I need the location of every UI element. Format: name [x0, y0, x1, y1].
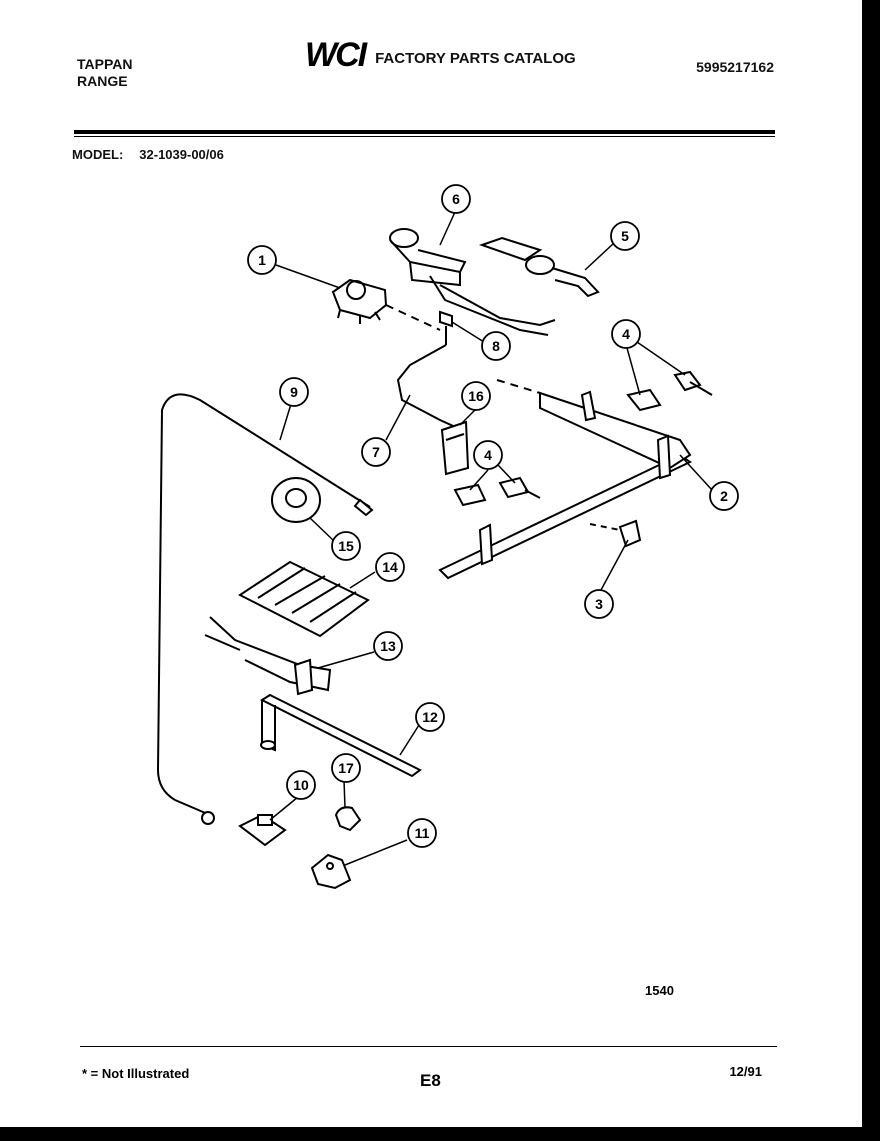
svg-text:6: 6 [452, 191, 460, 207]
callout-11: 11 [407, 818, 437, 848]
brand-block: TAPPAN RANGE [77, 56, 132, 90]
part-6-drawing [389, 228, 556, 336]
brand-name: TAPPAN [77, 56, 133, 72]
callout-16: 16 [461, 381, 491, 411]
not-illustrated-note: * = Not Illustrated [82, 1066, 190, 1081]
svg-text:9: 9 [290, 384, 298, 400]
part-15-drawing [271, 477, 321, 523]
callout-9: 9 [279, 377, 309, 407]
product-type: RANGE [77, 73, 128, 89]
svg-text:13: 13 [380, 638, 396, 654]
svg-text:1: 1 [258, 252, 266, 268]
svg-text:8: 8 [492, 338, 500, 354]
part-4-lower-drawing [453, 476, 541, 507]
callout-10: 10 [286, 770, 316, 800]
part-8-drawing [439, 310, 453, 345]
catalog-part-number: 5995217162 [696, 59, 774, 75]
svg-text:5: 5 [621, 228, 629, 244]
page-number: E8 [420, 1071, 441, 1090]
part-17-drawing [334, 806, 362, 832]
svg-text:7: 7 [372, 444, 380, 460]
callout-3: 3 [584, 589, 614, 619]
part-12-drawing [259, 693, 422, 778]
part-13-drawing [204, 616, 332, 696]
callout-6: 6 [441, 184, 471, 214]
catalog-title: FACTORY PARTS CATALOG [375, 50, 576, 67]
part-7-drawing [396, 344, 463, 431]
model-number: 32-1039-00/06 [139, 147, 224, 162]
callout-group: 1 2 3 4 4 5 6 7 8 9 10 11 12 13 14 15 16… [247, 184, 739, 848]
callout-15: 15 [331, 531, 361, 561]
svg-text:15: 15 [338, 538, 354, 554]
svg-text:4: 4 [622, 326, 630, 342]
part-10-drawing [238, 813, 287, 847]
footer-rule [80, 1046, 777, 1047]
svg-text:14: 14 [382, 559, 398, 575]
callout-4-lower: 4 [473, 440, 503, 470]
svg-text:12: 12 [422, 709, 438, 725]
model-line: MODEL: 32-1039-00/06 [72, 146, 224, 163]
svg-text:2: 2 [720, 488, 728, 504]
svg-text:3: 3 [595, 596, 603, 612]
callout-5: 5 [610, 221, 640, 251]
exploded-parts-diagram: 1 2 3 4 4 5 6 7 8 9 10 11 12 13 14 15 16… [156, 184, 739, 890]
svg-text:16: 16 [468, 388, 484, 404]
parts-catalog-page: TAPPAN RANGE WCI FACTORY PARTS CATALOG 5… [0, 0, 862, 1127]
header-rule [74, 130, 775, 134]
revision-date: 12/91 [729, 1064, 762, 1079]
callout-17: 17 [331, 753, 361, 783]
catalog-heading: WCI FACTORY PARTS CATALOG [305, 38, 576, 72]
part-16-drawing [440, 420, 470, 476]
callout-1: 1 [247, 245, 277, 275]
header-rule-thin [74, 136, 775, 137]
part-2-drawing [438, 379, 692, 580]
svg-text:11: 11 [415, 825, 430, 841]
part-4-upper-drawing [626, 370, 713, 412]
callout-12: 12 [415, 702, 445, 732]
figure-number: 1540 [645, 983, 674, 998]
svg-text:17: 17 [338, 760, 354, 776]
callout-7: 7 [361, 437, 391, 467]
part-5-drawing [478, 236, 600, 298]
part-9-drawing [156, 393, 374, 825]
callout-14: 14 [375, 552, 405, 582]
part-11-drawing [310, 853, 352, 890]
part-1-drawing [331, 278, 441, 331]
callout-8: 8 [481, 331, 511, 361]
callout-13: 13 [373, 631, 403, 661]
svg-text:4: 4 [484, 447, 492, 463]
svg-text:10: 10 [293, 777, 309, 793]
leader-lines [269, 211, 713, 866]
callout-2: 2 [709, 481, 739, 511]
model-label: MODEL: [72, 147, 124, 162]
part-3-drawing [589, 519, 642, 548]
callout-4-upper: 4 [611, 319, 641, 349]
part-14-drawing [238, 560, 370, 638]
